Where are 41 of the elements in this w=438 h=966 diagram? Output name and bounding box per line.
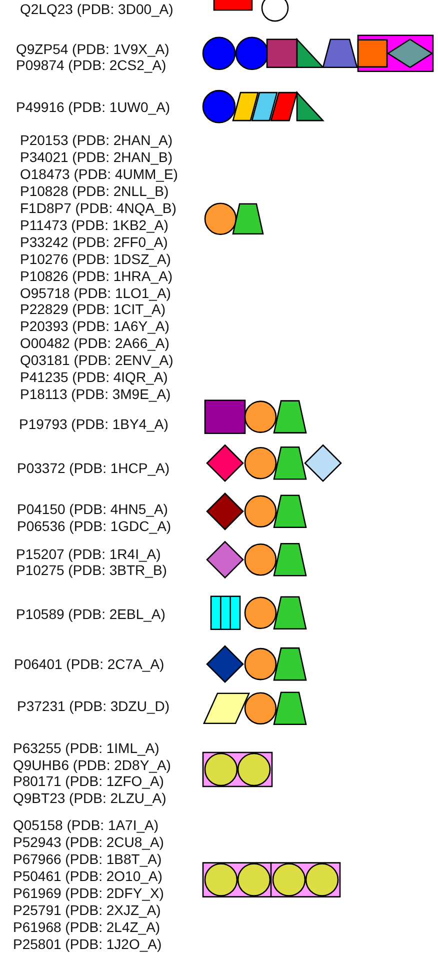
protein-id-label: Q05158 (PDB: 1A7I_A) <box>13 816 159 833</box>
protein-id-label: P22829 (PDB: 1CIT_A) <box>20 301 166 318</box>
protein-id-label: F1D8P7 (PDB: 4NQA_B) <box>20 200 176 216</box>
protein-id-label: P20393 (PDB: 1A6Y_A) <box>20 318 170 334</box>
protein-id-label: P34021 (PDB: 2HAN_B) <box>20 148 173 165</box>
protein-id-label: P09874 (PDB: 2CS2_A) <box>16 57 166 74</box>
protein-id-label: P61969 (PDB: 2DFY_X) <box>13 884 164 901</box>
protein-id-label: P06536 (PDB: 1GDC_A) <box>17 518 172 534</box>
protein-id-label: P52943 (PDB: 2CU8_A) <box>13 834 164 850</box>
protein-id-label: Q9BT23 (PDB: 2LZU_A) <box>13 790 166 806</box>
protein-id-label: P50461 (PDB: 2O10_A) <box>13 868 162 884</box>
protein-id-label: P10828 (PDB: 2NLL_B) <box>20 182 169 199</box>
protein-id-label: P04150 (PDB: 4HN5_A) <box>17 501 168 518</box>
protein-id-label: P33242 (PDB: 2FF0_A) <box>20 234 168 250</box>
protein-id-label: Q9ZP54 (PDB: 1V9X_A) <box>16 41 170 58</box>
protein-id-label: P19793 (PDB: 1BY4_A) <box>19 416 168 432</box>
protein-id-label: P03372 (PDB: 1HCP_A) <box>17 460 170 476</box>
protein-id-label: P61968 (PDB: 2L4Z_A) <box>13 918 160 935</box>
protein-id-label: Q03181 (PDB: 2ENV_A) <box>20 352 174 368</box>
protein-id-label: P80171 (PDB: 1ZFO_A) <box>13 773 164 790</box>
protein-id-label: P06401 (PDB: 2C7A_A) <box>14 656 164 672</box>
protein-id-label: P10276 (PDB: 1DSZ_A) <box>20 250 171 267</box>
protein-id-label: P11473 (PDB: 1KB2_A) <box>20 216 168 233</box>
protein-id-label: O18473 (PDB: 4UMM_E) <box>20 166 178 182</box>
protein-id-label: P15207 (PDB: 1R4I_A) <box>16 546 161 562</box>
protein-id-label: O95718 (PDB: 1LO1_A) <box>20 284 171 301</box>
protein-id-label: P63255 (PDB: 1IML_A) <box>13 740 160 756</box>
protein-id-label: Q2LQ23 (PDB: 3D00_A) <box>20 1 174 18</box>
protein-id-label: Q9UHB6 (PDB: 2D8Y_A) <box>13 756 171 773</box>
protein-id-label: P10589 (PDB: 2EBL_A) <box>16 606 166 622</box>
protein-id-label: P25791 (PDB: 2XJZ_A) <box>13 902 161 918</box>
protein-id-label: O00482 (PDB: 2A66_A) <box>20 335 170 352</box>
protein-id-label: P49916 (PDB: 1UW0_A) <box>16 98 170 115</box>
protein-id-label: P10275 (PDB: 3BTR_B) <box>16 562 167 578</box>
protein-id-label: P41235 (PDB: 4IQR_A) <box>20 369 168 386</box>
protein-id-label: P67966 (PDB: 1B8T_A) <box>13 850 162 867</box>
protein-id-label: P18113 (PDB: 3M9E_A) <box>20 386 171 402</box>
protein-id-label: P37231 (PDB: 3DZU_D) <box>17 698 170 714</box>
protein-id-label: P20153 (PDB: 2HAN_A) <box>20 132 173 148</box>
protein-id-label: P25801 (PDB: 1J2O_A) <box>13 936 162 952</box>
protein-id-label: P10826 (PDB: 1HRA_A) <box>20 268 173 284</box>
